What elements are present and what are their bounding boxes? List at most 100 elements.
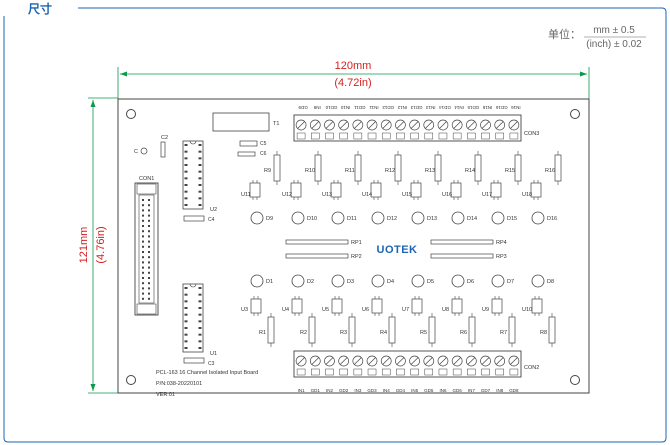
mount-hole-tl [126,109,136,119]
cap-c2-label: C2 [161,135,168,141]
terminal-slot [396,132,405,140]
con1-pin [148,292,150,295]
mount-hole-bl [126,375,136,385]
resistor-body [554,154,562,182]
screw-slot [297,357,305,365]
terminal-slot [438,368,448,376]
ic-pin [198,177,202,180]
con1-pin [148,225,150,227]
ic-pin [184,313,188,316]
units-mm: mm ± 0.5 [593,25,635,36]
optocoupler-body [411,298,423,314]
resistor-body [348,316,356,344]
ic-u2 [182,140,204,210]
terminal-pin-label: IN9 [313,105,321,110]
resistor-body [474,154,482,182]
terminal-pin-label: GD2 [339,388,349,393]
terminal-pin-label: GD16 [495,105,507,110]
ic-pin [198,293,202,296]
terminal-slot [410,132,419,140]
screw-slot [411,121,419,129]
con1-pin [142,292,144,295]
ic-pin [184,340,188,343]
terminal-pin-label: IN3 [354,388,362,393]
con1-pin [142,219,144,222]
screw-slot [382,121,390,129]
mount-hole-br [570,375,580,385]
screw-slot [340,121,348,129]
ic-pin [184,164,188,166]
led-label: D4 [387,279,394,285]
resistor-body [273,154,281,182]
terminal-pin-label: GD3 [367,388,377,393]
con1-pin [142,199,144,201]
optocoupler-body [370,182,382,198]
resistor-label: R16 [545,168,555,174]
led-body [331,274,345,288]
ic-pin [198,157,202,160]
screw-slot [340,357,348,365]
con1-pin [142,214,144,217]
ic-pin [184,190,188,193]
screw-slot [382,357,390,365]
terminal-pin-label: IN6 [439,388,447,393]
ic-pin [184,177,188,180]
terminal-pin-label: IN15 [482,105,492,110]
con1-pin [142,277,144,279]
led-label: D5 [427,279,434,285]
ic-u1-label: U1 [210,351,217,357]
screw-slot [311,357,319,365]
resistor-body [508,316,516,344]
screw-slot [396,121,404,129]
height-dimension [88,97,118,394]
terminal-slot [481,132,490,140]
screw-slot [425,121,433,129]
ic-pin [184,144,188,146]
screw-slot [439,357,447,365]
ic-pin [198,320,202,323]
screw-slot [439,121,447,129]
optocoupler-body [331,298,343,314]
ic-pin [184,184,188,186]
led-body [250,211,264,225]
terminal-block-con2 [293,350,522,378]
resistor-label: R2 [300,330,307,336]
con1-pin [148,261,150,264]
ic-pin [198,170,202,173]
led-label: D13 [427,216,437,222]
screw-slot [297,121,305,129]
screw-slot [453,357,461,365]
con1-pin [142,271,144,274]
con1-pin [142,245,144,248]
con1-pin [142,251,144,253]
ic-pin [198,347,202,349]
screw-slot [354,357,362,365]
screw-slot [481,121,490,129]
led-body [531,211,545,225]
resistor-label: R5 [420,330,427,336]
terminal-slot [481,368,490,376]
con1-pin [142,240,144,243]
optocoupler-label: U7 [402,307,409,313]
height-mm-label: 121mm [78,227,90,264]
ic-pin [198,144,202,146]
units-inch: (inch) ± 0.02 [586,39,642,50]
led-label: D3 [347,279,354,285]
led-body [411,274,425,288]
terminal-slot [509,132,519,140]
resistor-network-rp4 [430,239,494,245]
ic-pin [198,150,202,153]
optocoupler-body [450,182,462,198]
terminal-slot [438,132,448,140]
terminal-pin-label: IN14 [454,105,464,110]
cap-c-label: C [134,149,138,155]
optocoupler-label: U16 [442,192,452,198]
ic-pin [198,300,202,303]
ic-notch [189,140,197,145]
con1-pin [148,235,150,238]
resistor-body [434,154,442,182]
led-body [451,211,465,225]
screw-slot [467,121,475,129]
con1-pin [148,199,150,201]
terminal-pin-label: IN8 [496,388,504,393]
